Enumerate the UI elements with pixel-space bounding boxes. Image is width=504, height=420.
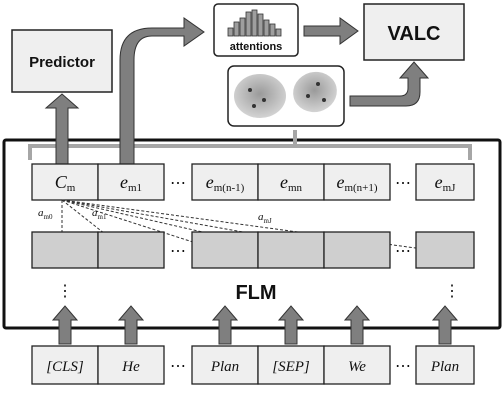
input-arrow <box>211 305 239 345</box>
token-label: [SEP] <box>272 359 310 375</box>
token-label: We <box>348 359 366 375</box>
histogram-bar <box>257 13 264 37</box>
cluster-point <box>248 88 252 92</box>
input-arrow <box>51 305 79 345</box>
histogram-bar <box>275 28 282 37</box>
cluster-to-valc-arrow <box>349 61 430 107</box>
histogram-bar <box>245 11 252 37</box>
histogram-bar <box>263 19 270 37</box>
hidden-state-box <box>415 231 475 269</box>
token-box <box>191 345 259 385</box>
token-row: [CLS] He Plan [SEP] We Plan ⋯ ⋯ <box>31 345 475 385</box>
hidden-state-box <box>191 231 259 269</box>
flm-container <box>2 138 502 330</box>
embedding-box <box>323 163 391 201</box>
token-box <box>97 345 165 385</box>
em1-to-attentions-arrow <box>119 17 205 165</box>
attentions-to-valc-arrow <box>303 17 359 45</box>
valc-box <box>363 3 465 61</box>
embedding-box <box>191 163 259 201</box>
token-box <box>257 345 325 385</box>
embedding-label: emJ <box>435 172 457 194</box>
input-arrow <box>277 305 305 345</box>
cluster-point <box>252 104 256 108</box>
cluster-point <box>306 94 310 98</box>
token-box <box>323 345 391 385</box>
cluster-point <box>316 82 320 86</box>
embedding-box <box>97 163 165 201</box>
vertical-ellipsis: ⋮ <box>444 283 460 300</box>
token-ellipsis: ⋯ <box>395 358 411 375</box>
histogram-bar <box>239 17 246 37</box>
valc-label: VALC <box>388 23 441 45</box>
hidden-state-box <box>257 231 325 269</box>
embedding-label: emn <box>280 172 303 194</box>
histogram-icon <box>227 9 282 37</box>
embedding-box <box>415 163 475 201</box>
output-bracket <box>28 144 472 160</box>
input-arrows <box>51 305 459 345</box>
token-label: [CLS] <box>46 359 84 375</box>
vertical-ellipsis: ⋮ <box>57 283 73 300</box>
predictor-label: Predictor <box>29 54 95 71</box>
embedding-row: Cm em1 em(n-1) emn em(n+1) emJ ⋯ ⋯ <box>31 163 475 201</box>
histogram-bar <box>251 9 258 37</box>
embedding-label: em(n+1) <box>336 172 377 194</box>
attention-weight-label: am1 <box>92 207 107 221</box>
cm-to-predictor-arrow <box>44 93 80 165</box>
cluster-left <box>234 74 286 118</box>
token-label: Plan <box>210 359 239 375</box>
embedding-label: em(n-1) <box>206 172 245 194</box>
hidden-row: ⋯⋯ <box>31 231 475 269</box>
input-arrow <box>117 305 145 345</box>
vertical-ellipses: ⋮⋮ <box>57 283 460 300</box>
token-label: He <box>121 359 140 375</box>
flm-label: FLM <box>235 282 276 304</box>
attentions-label: attentions <box>230 41 283 53</box>
embedding-label: em1 <box>120 172 142 194</box>
cluster-right <box>293 71 337 113</box>
token-label: Plan <box>430 359 459 375</box>
hidden-ellipsis: ⋯ <box>395 243 411 260</box>
embedding-ellipsis: ⋯ <box>395 175 411 192</box>
histogram-bar <box>227 27 234 37</box>
histogram-bar <box>233 21 240 37</box>
input-arrow <box>431 305 459 345</box>
hidden-state-box <box>31 231 99 269</box>
attention-weight-label: amJ <box>258 211 272 225</box>
input-arrow <box>343 305 371 345</box>
attention-arrow <box>61 199 291 254</box>
cluster-point <box>262 98 266 102</box>
hidden-state-box <box>323 231 391 269</box>
token-box <box>31 345 99 385</box>
token-box <box>415 345 475 385</box>
token-ellipsis: ⋯ <box>170 358 186 375</box>
hidden-ellipsis: ⋯ <box>170 243 186 260</box>
histogram-bar <box>269 23 276 37</box>
hidden-state-box <box>97 231 165 269</box>
cm-label: Cm <box>55 172 76 194</box>
embedding-ellipsis: ⋯ <box>170 175 186 192</box>
predictor-box <box>11 29 113 93</box>
attention-weight-label: am0 <box>38 207 53 221</box>
cluster-point <box>322 98 326 102</box>
